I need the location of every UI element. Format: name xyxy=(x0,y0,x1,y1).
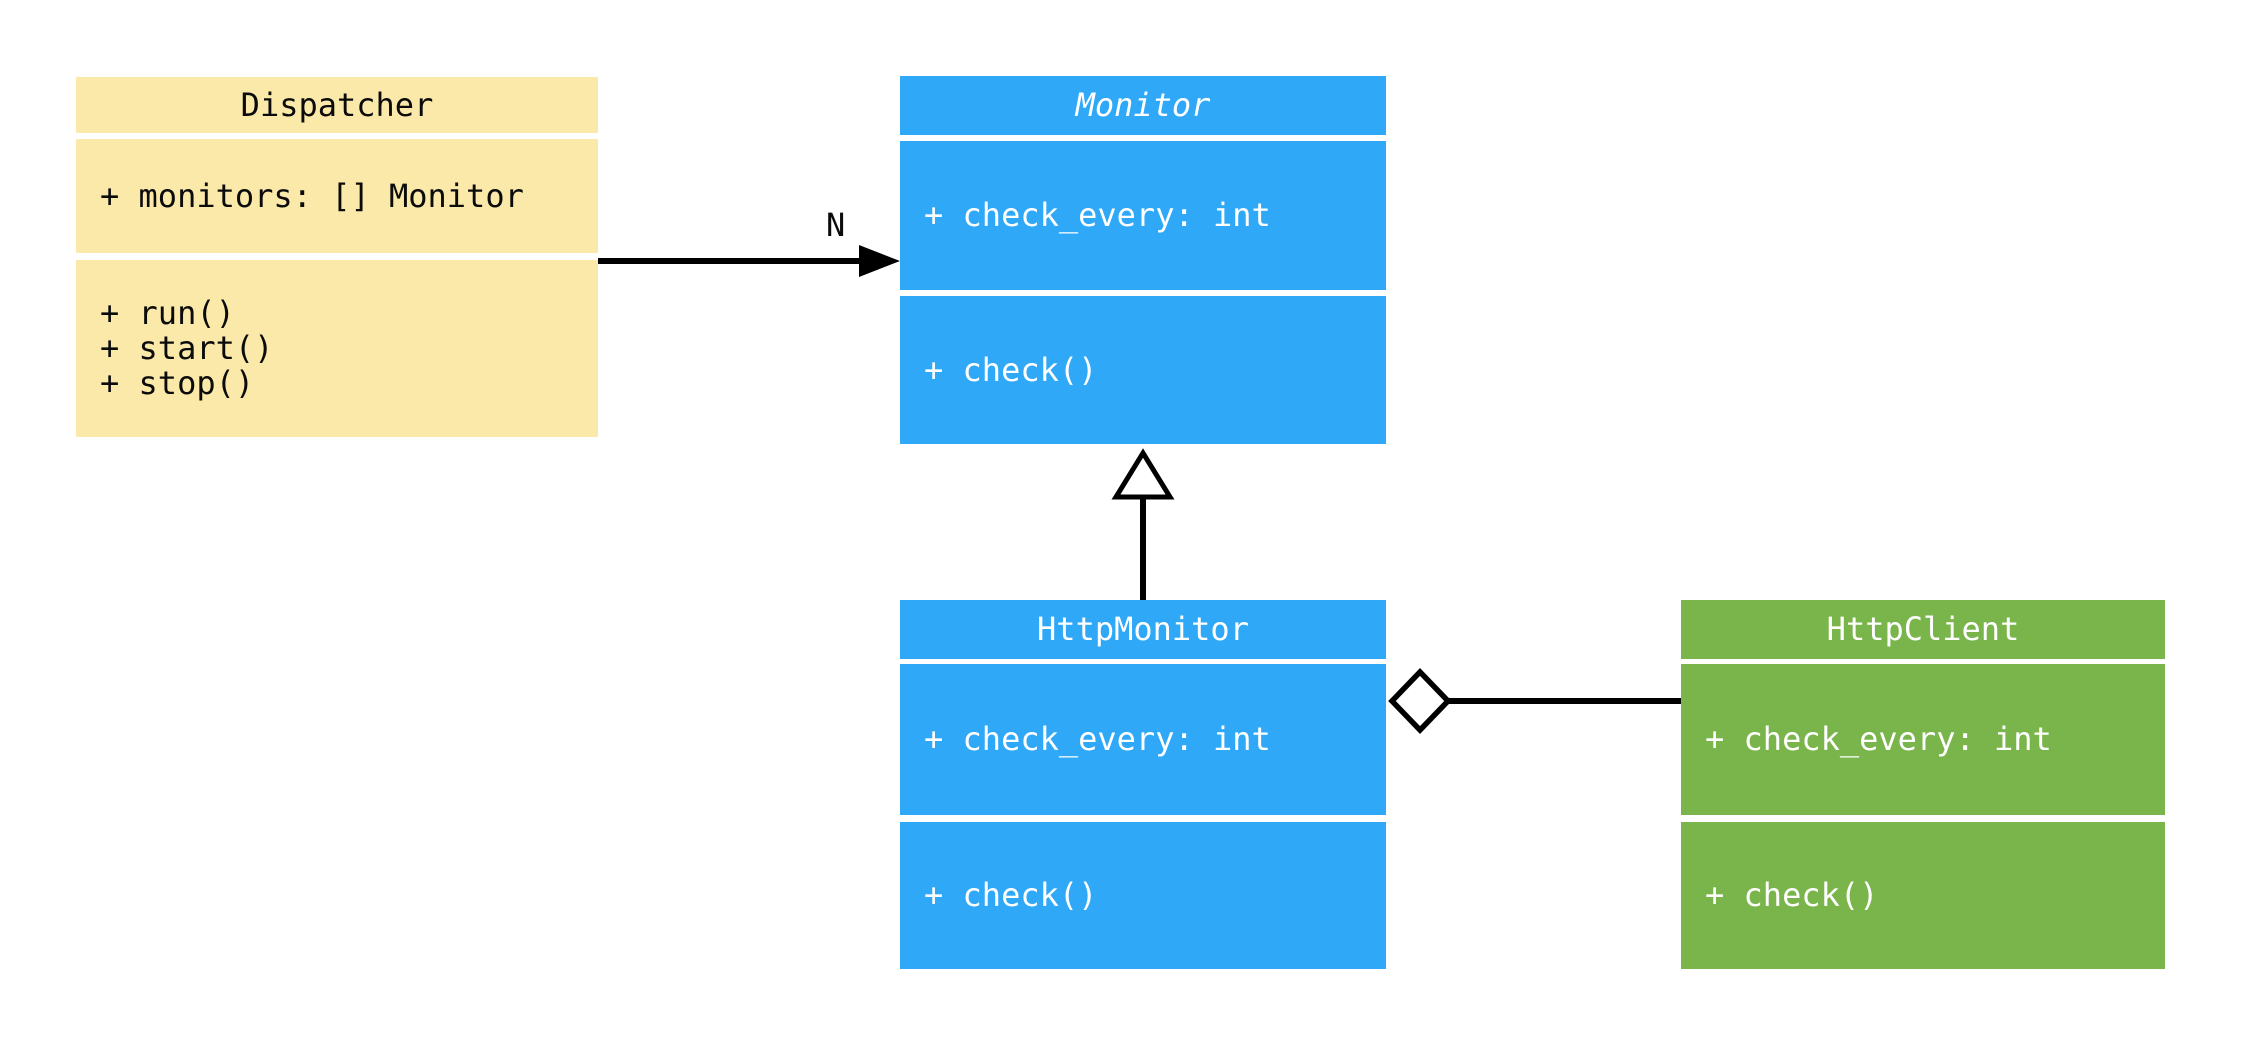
class-title: Dispatcher xyxy=(76,77,598,133)
class-methods-section: + check() xyxy=(900,296,1386,444)
class-methods-section: + check() xyxy=(900,822,1386,969)
hollow-triangle-icon xyxy=(1111,448,1175,500)
class-box-httpmonitor: HttpMonitor + check_every: int + check() xyxy=(900,600,1386,969)
attribute-item: + check_every: int xyxy=(924,196,1271,234)
class-attributes-section: + check_every: int xyxy=(1681,664,2165,815)
association-arrow xyxy=(598,245,900,277)
method-item: + stop() xyxy=(100,364,255,402)
method-item: + start() xyxy=(100,329,274,367)
class-title: HttpMonitor xyxy=(900,600,1386,659)
class-attributes-section: + check_every: int xyxy=(900,664,1386,815)
method-item: + check() xyxy=(924,350,1098,389)
attribute-item: + check_every: int xyxy=(924,720,1271,758)
class-title-abstract: Monitor xyxy=(900,76,1386,135)
method-item: + run() xyxy=(100,294,235,332)
class-attributes-section: + monitors: [] Monitor xyxy=(76,139,598,253)
aggregation-connector xyxy=(1388,668,1682,734)
class-title: HttpClient xyxy=(1681,600,2165,659)
association-multiplicity-label: N xyxy=(826,206,846,244)
inheritance-arrow xyxy=(1111,448,1175,601)
method-item: + check() xyxy=(1705,876,1879,914)
class-box-httpclient: HttpClient + check_every: int + check() xyxy=(1681,600,2165,969)
class-box-dispatcher: Dispatcher + monitors: [] Monitor + run(… xyxy=(76,77,598,437)
class-attributes-section: + check_every: int xyxy=(900,141,1386,290)
attribute-item: + monitors: [] Monitor xyxy=(100,176,524,215)
class-box-monitor: Monitor + check_every: int + check() xyxy=(900,76,1386,444)
attribute-item: + check_every: int xyxy=(1705,720,2052,758)
method-item: + check() xyxy=(924,876,1098,914)
class-methods-section: + run() + start() + stop() xyxy=(76,260,598,437)
filled-arrowhead-icon xyxy=(859,245,900,277)
class-methods-section: + check() xyxy=(1681,822,2165,969)
hollow-diamond-icon xyxy=(1388,668,1452,734)
